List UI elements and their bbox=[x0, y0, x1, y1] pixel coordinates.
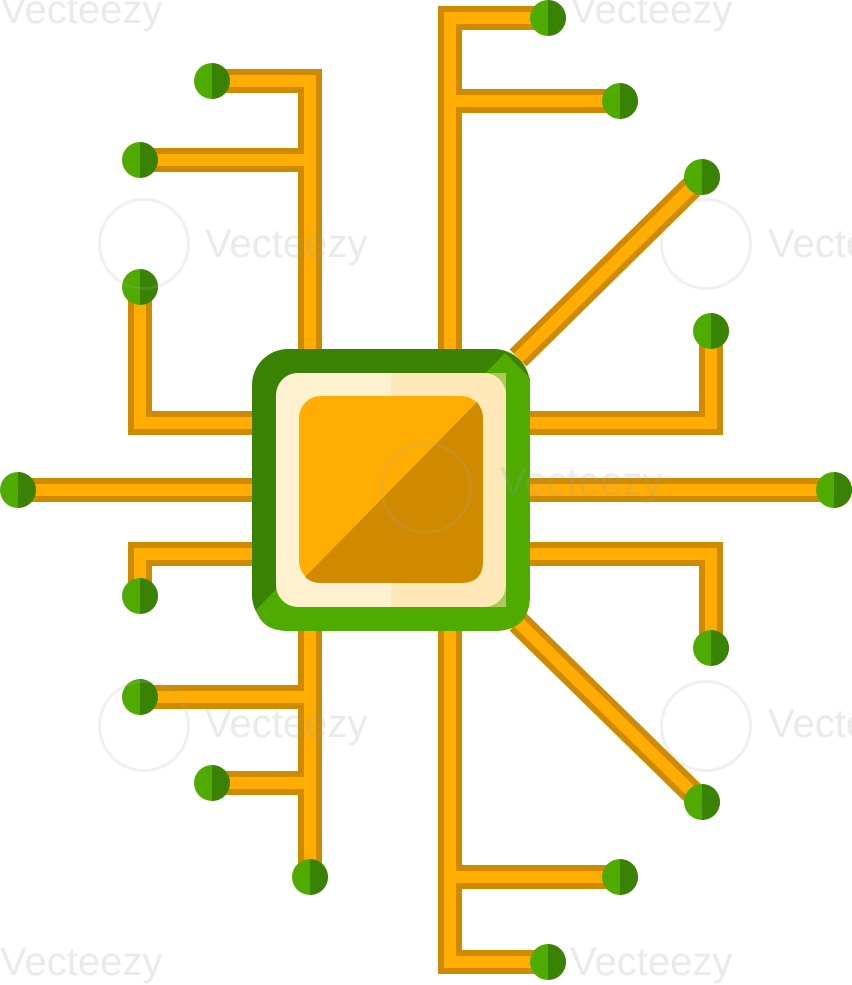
circuit-node-icon bbox=[292, 859, 328, 895]
circuit-node-icon bbox=[602, 859, 638, 895]
circuit-node-icon bbox=[693, 630, 729, 666]
circuit-trace bbox=[444, 630, 548, 968]
circuit-node-icon bbox=[122, 142, 158, 178]
circuit-trace-outline bbox=[128, 287, 252, 435]
circuit-node-icon bbox=[194, 63, 230, 99]
circuit-trace-outline bbox=[438, 6, 548, 350]
circuit-trace bbox=[212, 75, 316, 160]
circuit-trace bbox=[140, 154, 316, 350]
circuit-node-icon bbox=[816, 472, 852, 508]
circuit-node-icon bbox=[0, 472, 36, 508]
circuit-trace-outline bbox=[140, 148, 322, 350]
circuit-node-icon bbox=[122, 578, 158, 614]
circuit-node-icon bbox=[684, 784, 720, 820]
circuit-node-icon bbox=[122, 269, 158, 305]
circuit-trace bbox=[134, 287, 252, 429]
circuit-node-icon bbox=[684, 159, 720, 195]
circuit-node-icon bbox=[122, 679, 158, 715]
chip-core-shade bbox=[305, 402, 483, 583]
circuit-trace-outline bbox=[438, 630, 548, 974]
circuit-node-icon bbox=[693, 313, 729, 349]
circuit-trace bbox=[444, 12, 548, 350]
circuit-trace bbox=[530, 548, 717, 648]
circuit-trace bbox=[530, 331, 717, 429]
circuit-trace-outline bbox=[530, 331, 723, 435]
circuit-node-icon bbox=[194, 765, 230, 801]
circuit-trace-outline bbox=[530, 542, 723, 648]
circuit-node-icon bbox=[602, 83, 638, 119]
circuit-trace bbox=[513, 172, 707, 363]
circuit-node-icon bbox=[530, 944, 566, 980]
chip bbox=[252, 349, 530, 631]
circuit-trace bbox=[513, 617, 707, 807]
circuit-node-icon bbox=[530, 0, 566, 36]
